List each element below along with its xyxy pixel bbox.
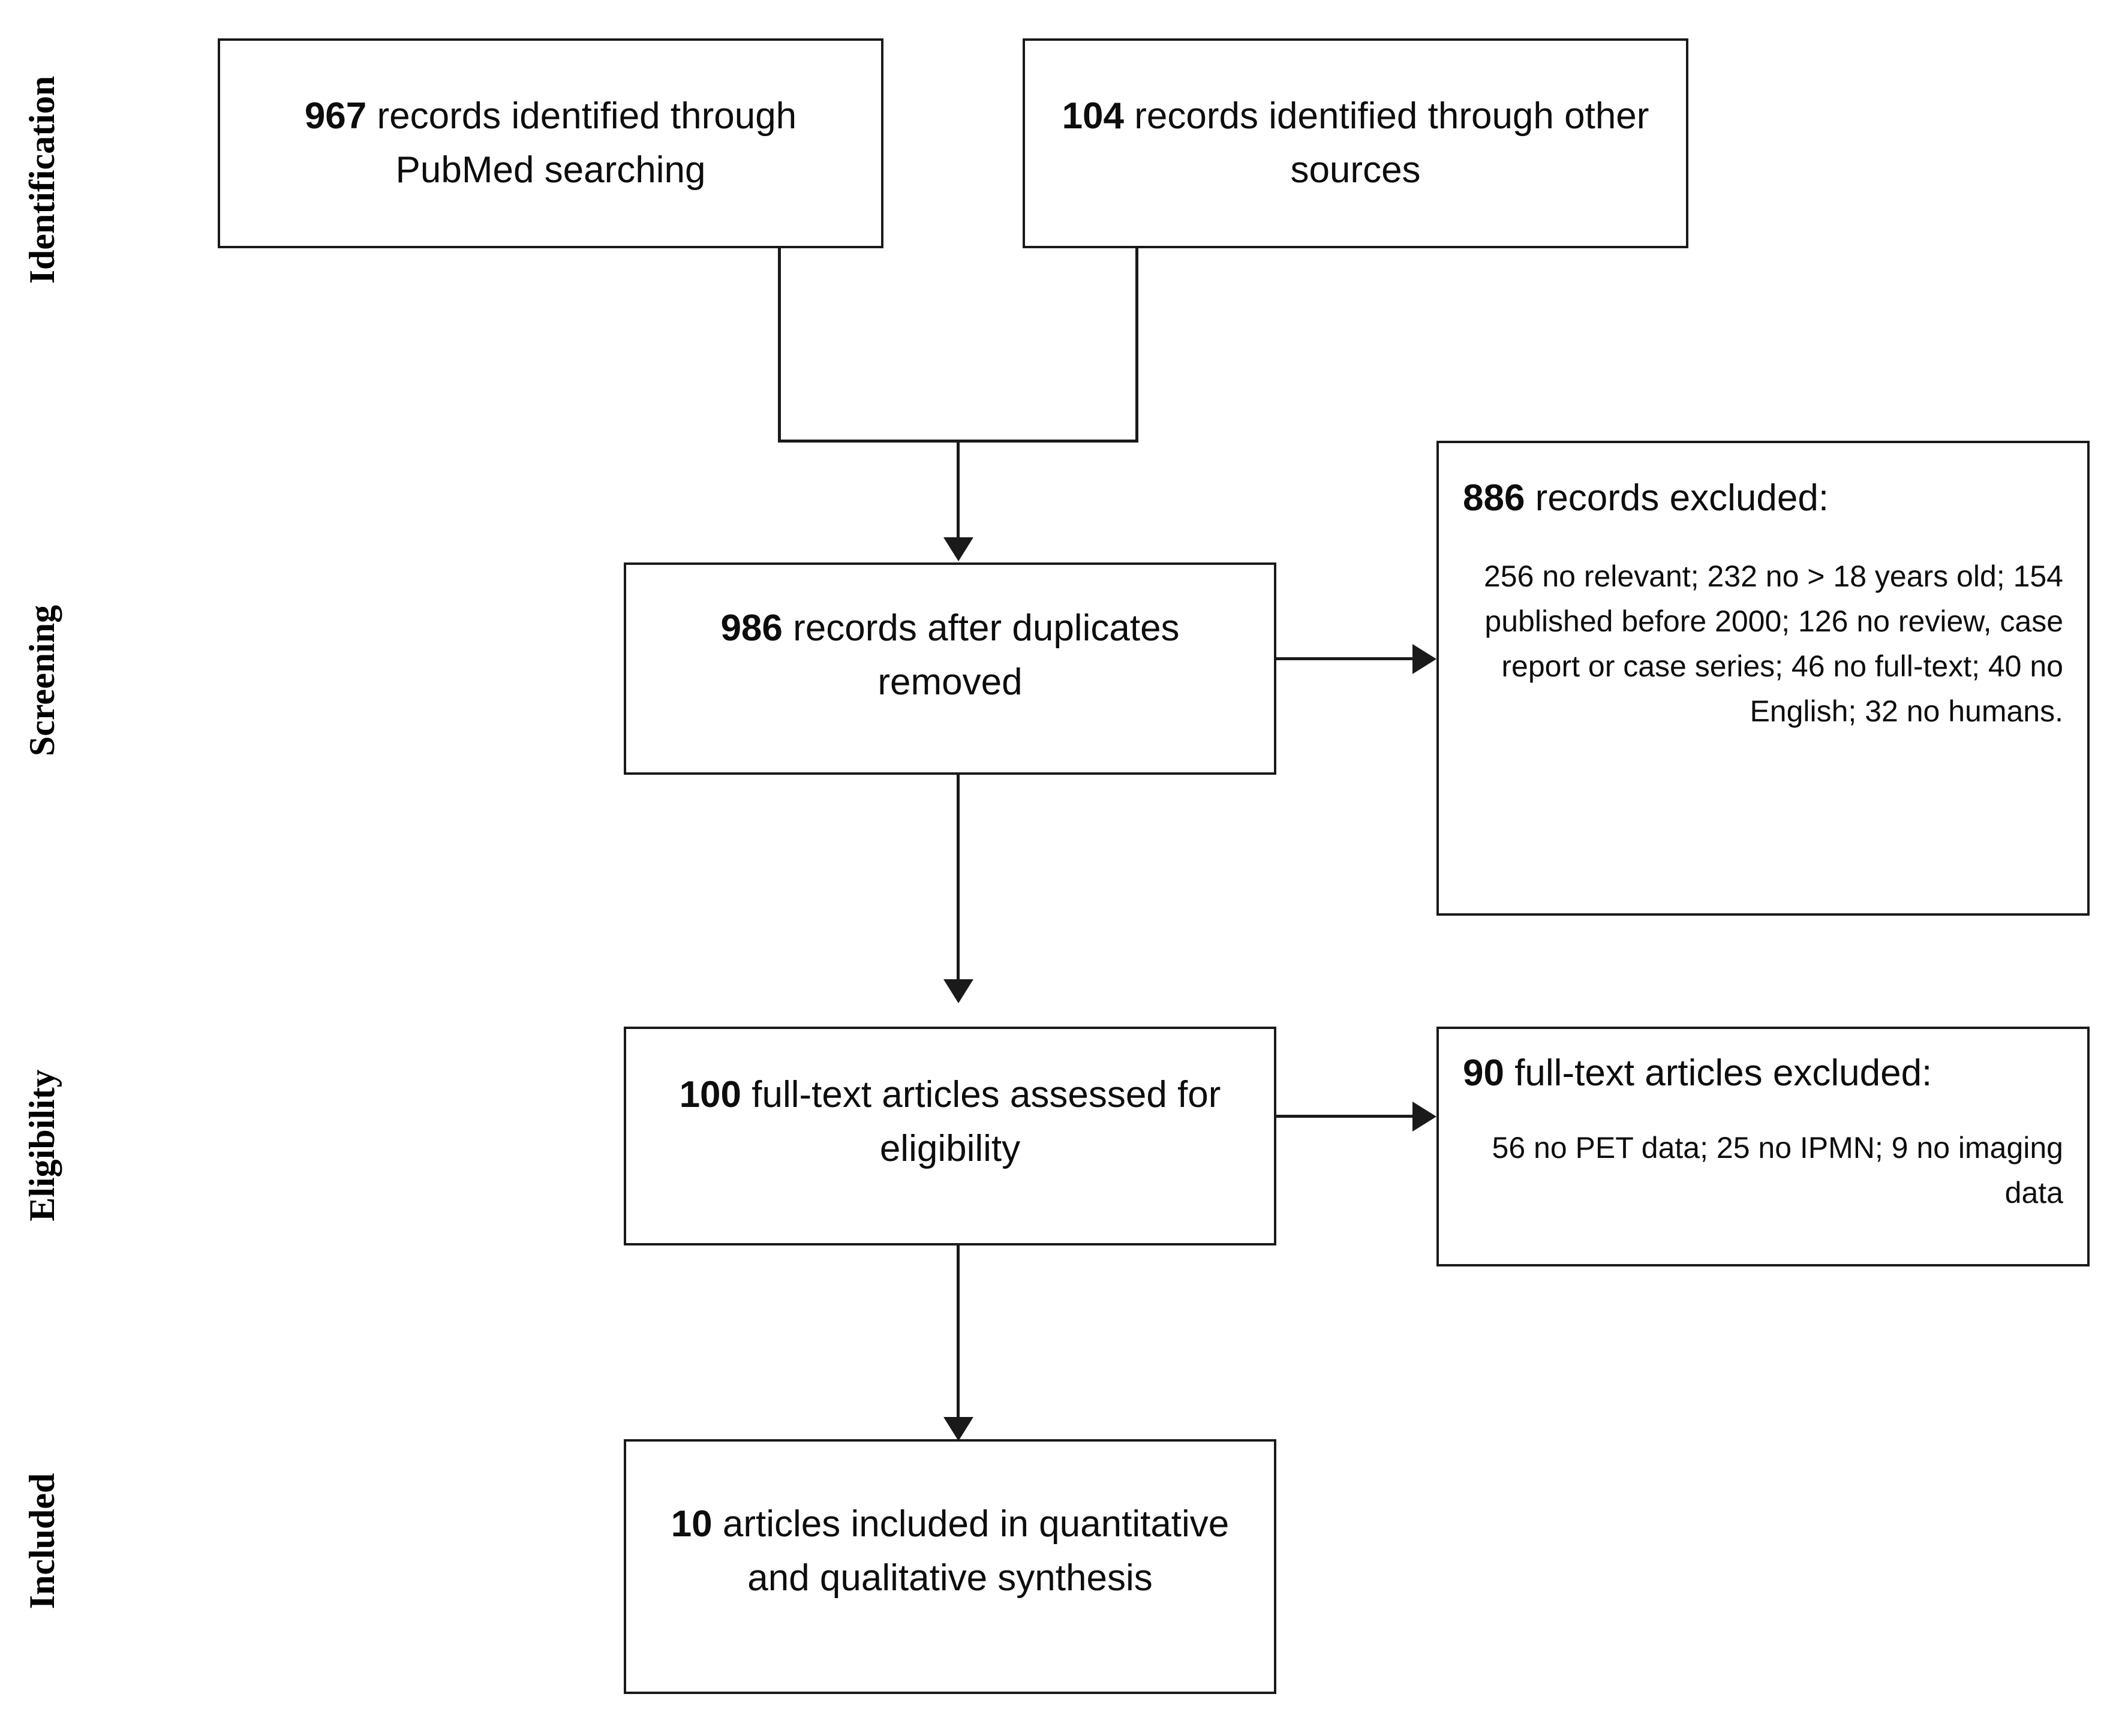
box-pubmed-records-text: 967 records identified through PubMed se…	[220, 89, 881, 197]
box-fulltext-assessed-text: 100 full-text articles assessed for elig…	[626, 1068, 1274, 1176]
connector-pubmed-drop	[778, 247, 781, 442]
stage-label-identification: Identification	[22, 15, 62, 345]
box-pubmed-records-label: records identified through PubMed search…	[366, 95, 797, 191]
stage-label-eligibility: Eligibility	[22, 995, 62, 1295]
connector-to-records-excluded	[1275, 657, 1415, 660]
box-fulltext-assessed-label: full-text articles assessed for eligibil…	[741, 1073, 1221, 1169]
stage-label-identification-text: Identification	[22, 76, 62, 284]
box-pubmed-records-count: 967	[304, 95, 367, 137]
stage-label-screening-text: Screening	[22, 604, 62, 757]
box-records-excluded-count: 886	[1463, 477, 1525, 519]
box-records-excluded-headline: 886 records excluded:	[1439, 443, 2087, 523]
box-articles-included-text: 10 articles included in quantitative and…	[626, 1497, 1274, 1605]
box-fulltext-assessed-count: 100	[679, 1073, 742, 1115]
box-fulltext-excluded-count: 90	[1463, 1052, 1504, 1094]
arrowhead-into-fulltext-excluded	[1412, 1102, 1436, 1132]
stage-label-included: Included	[22, 1391, 62, 1691]
box-records-excluded: 886 records excluded: 256 no relevant; 2…	[1436, 441, 2090, 916]
box-fulltext-excluded-headline: 90 full-text articles excluded:	[1439, 1029, 2087, 1098]
box-other-records-count: 104	[1062, 95, 1125, 137]
connector-screening-to-eligibility	[957, 774, 960, 980]
arrowhead-into-articles-included	[943, 1417, 973, 1441]
box-fulltext-assessed: 100 full-text articles assessed for elig…	[624, 1027, 1276, 1245]
connector-eligibility-to-included	[957, 1244, 960, 1418]
arrowhead-into-records-excluded	[1412, 644, 1436, 674]
arrowhead-into-after-duplicates	[943, 537, 973, 561]
box-articles-included-count: 10	[671, 1503, 713, 1545]
box-after-duplicates-count: 986	[720, 607, 783, 649]
stage-label-screening: Screening	[22, 531, 62, 831]
arrowhead-into-fulltext-assessed	[943, 979, 973, 1003]
connector-merge-stem	[957, 440, 960, 538]
box-other-records: 104 records identified through other sou…	[1023, 38, 1688, 248]
box-after-duplicates-label: records after duplicates removed	[782, 607, 1180, 703]
box-after-duplicates-text: 986 records after duplicates removed	[626, 601, 1274, 709]
box-fulltext-excluded-head-label: full-text articles excluded:	[1504, 1052, 1932, 1094]
connector-to-fulltext-excluded	[1275, 1115, 1415, 1118]
stage-label-eligibility-text: Eligibility	[22, 1069, 62, 1221]
box-articles-included: 10 articles included in quantitative and…	[624, 1439, 1276, 1694]
box-records-excluded-detail: 256 no relevant; 232 no > 18 years old; …	[1484, 559, 2063, 728]
box-fulltext-excluded-detail: 56 no PET data; 25 no IPMN; 9 no imaging…	[1492, 1130, 2063, 1210]
box-after-duplicates: 986 records after duplicates removed	[624, 562, 1276, 775]
box-pubmed-records: 967 records identified through PubMed se…	[218, 38, 883, 248]
box-other-records-label: records identified through other sources	[1124, 95, 1649, 191]
box-fulltext-excluded: 90 full-text articles excluded: 56 no PE…	[1436, 1027, 2090, 1266]
box-other-records-text: 104 records identified through other sou…	[1025, 89, 1686, 197]
box-records-excluded-head-label: records excluded:	[1525, 477, 1829, 519]
connector-other-drop	[1135, 247, 1138, 442]
box-articles-included-label: articles included in quantitative and qu…	[712, 1503, 1230, 1599]
stage-label-included-text: Included	[22, 1473, 62, 1609]
